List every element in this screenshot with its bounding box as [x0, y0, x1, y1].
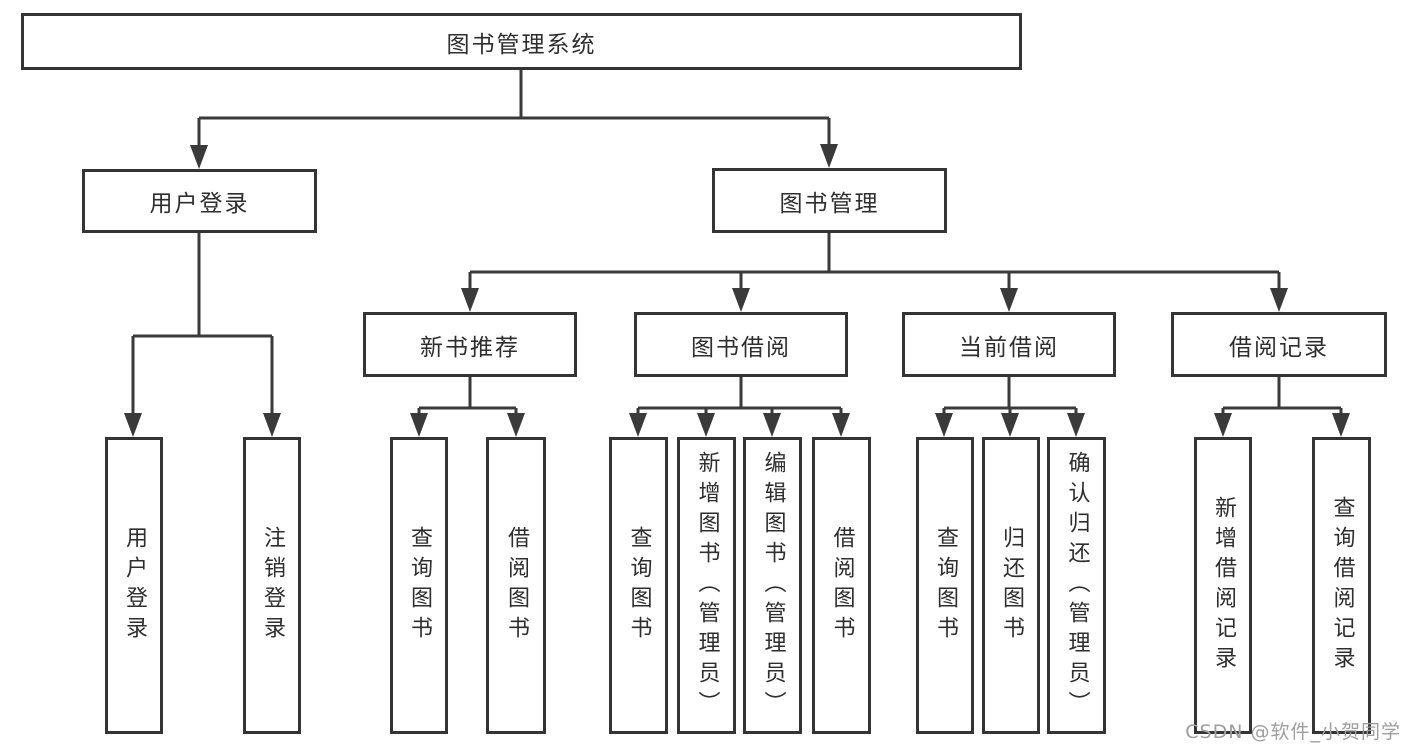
node-root: 图书管理系统 — [21, 13, 1022, 70]
watermark: CSDN @软件_小贺同学 — [1185, 721, 1401, 743]
leaf-label: 用户登录 — [122, 525, 147, 646]
node-borrowing-records: 借阅记录 — [1171, 312, 1387, 377]
leaf-label: 注销登录 — [260, 525, 285, 646]
leaf-label: 查询图书 — [407, 525, 432, 646]
node-book-borrowing: 图书借阅 — [634, 312, 848, 377]
node-leaf-br-add-record: 新增借阅记录 — [1194, 437, 1252, 734]
node-leaf-logout: 注销登录 — [243, 437, 301, 734]
node-leaf-user-login: 用户登录 — [105, 437, 163, 734]
node-leaf-bb-query-books: 查询图书 — [609, 437, 668, 734]
node-leaf-br-query-record: 查询借阅记录 — [1312, 437, 1371, 734]
node-leaf-cb-return-books: 归还图书 — [982, 437, 1040, 734]
node-leaf-bb-borrow-books: 借阅图书 — [812, 437, 871, 734]
leaf-label: 编辑图书（管理员） — [760, 450, 786, 721]
leaf-label: 查询图书 — [933, 525, 958, 646]
leaf-label: 归还图书 — [999, 525, 1024, 646]
leaf-label: 新增借阅记录 — [1211, 495, 1236, 676]
leaf-label: 确认归还（管理员） — [1064, 450, 1090, 721]
node-leaf-bb-edit-books: 编辑图书（管理员） — [743, 437, 802, 734]
node-leaf-cb-query-books: 查询图书 — [916, 437, 974, 734]
node-leaf-cb-confirm-return: 确认归还（管理员） — [1047, 437, 1106, 734]
node-book-management: 图书管理 — [712, 168, 947, 233]
node-user-login: 用户登录 — [82, 169, 317, 233]
node-leaf-nb-query-books: 查询图书 — [390, 437, 448, 734]
leaf-label: 查询图书 — [626, 525, 652, 646]
leaf-label: 查询借阅记录 — [1329, 495, 1355, 676]
leaf-label: 借阅图书 — [829, 525, 855, 646]
node-leaf-bb-add-books: 新增图书（管理员） — [677, 437, 736, 734]
leaf-label: 新增图书（管理员） — [694, 450, 720, 721]
node-current-borrowing: 当前借阅 — [902, 312, 1116, 377]
node-leaf-nb-borrow-books: 借阅图书 — [486, 437, 546, 734]
leaf-label: 借阅图书 — [504, 525, 529, 646]
arrowheads — [124, 144, 1350, 437]
node-new-book-recommend: 新书推荐 — [363, 312, 577, 377]
